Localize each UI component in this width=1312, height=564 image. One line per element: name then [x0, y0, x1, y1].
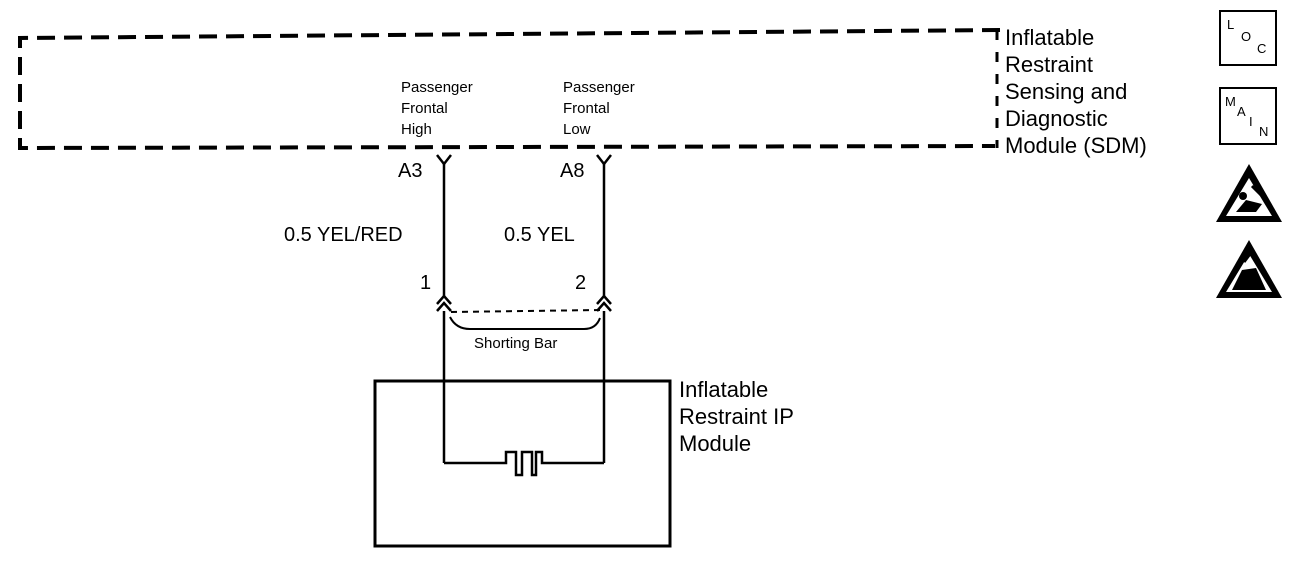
connector-2-symbol	[596, 294, 612, 312]
main-icon: M A I N	[1219, 87, 1277, 145]
sdm-dashed-outline	[18, 28, 1001, 151]
terminal-a8-label: A8	[560, 160, 585, 182]
shorting-bar-bracket	[449, 316, 601, 330]
terminal-a3-symbol	[436, 154, 452, 167]
squib-element	[444, 450, 604, 477]
wire-yel-red-label: 0.5 YEL/RED	[284, 224, 403, 246]
connector-1-label: 1	[420, 272, 432, 294]
shorting-bar-label: Shorting Bar	[474, 335, 558, 352]
connector-2-label: 2	[575, 272, 587, 294]
terminal-a3-label: A3	[398, 160, 423, 182]
loc-icon: L O C	[1219, 10, 1277, 66]
connector-1-symbol	[436, 294, 452, 312]
pin-high-description: Passenger Frontal High	[401, 79, 473, 138]
ip-module-label: Inflatable Restraint IP Module	[679, 377, 794, 456]
terminal-a8-symbol	[596, 154, 612, 167]
ip-module-box	[373, 379, 672, 548]
sdm-label: Inflatable Restraint Sensing and Diagnos…	[1005, 25, 1147, 158]
pin-low-description: Passenger Frontal Low	[563, 79, 635, 138]
wire-yel-label: 0.5 YEL	[504, 224, 575, 246]
shorting-bar-line	[450, 309, 601, 313]
